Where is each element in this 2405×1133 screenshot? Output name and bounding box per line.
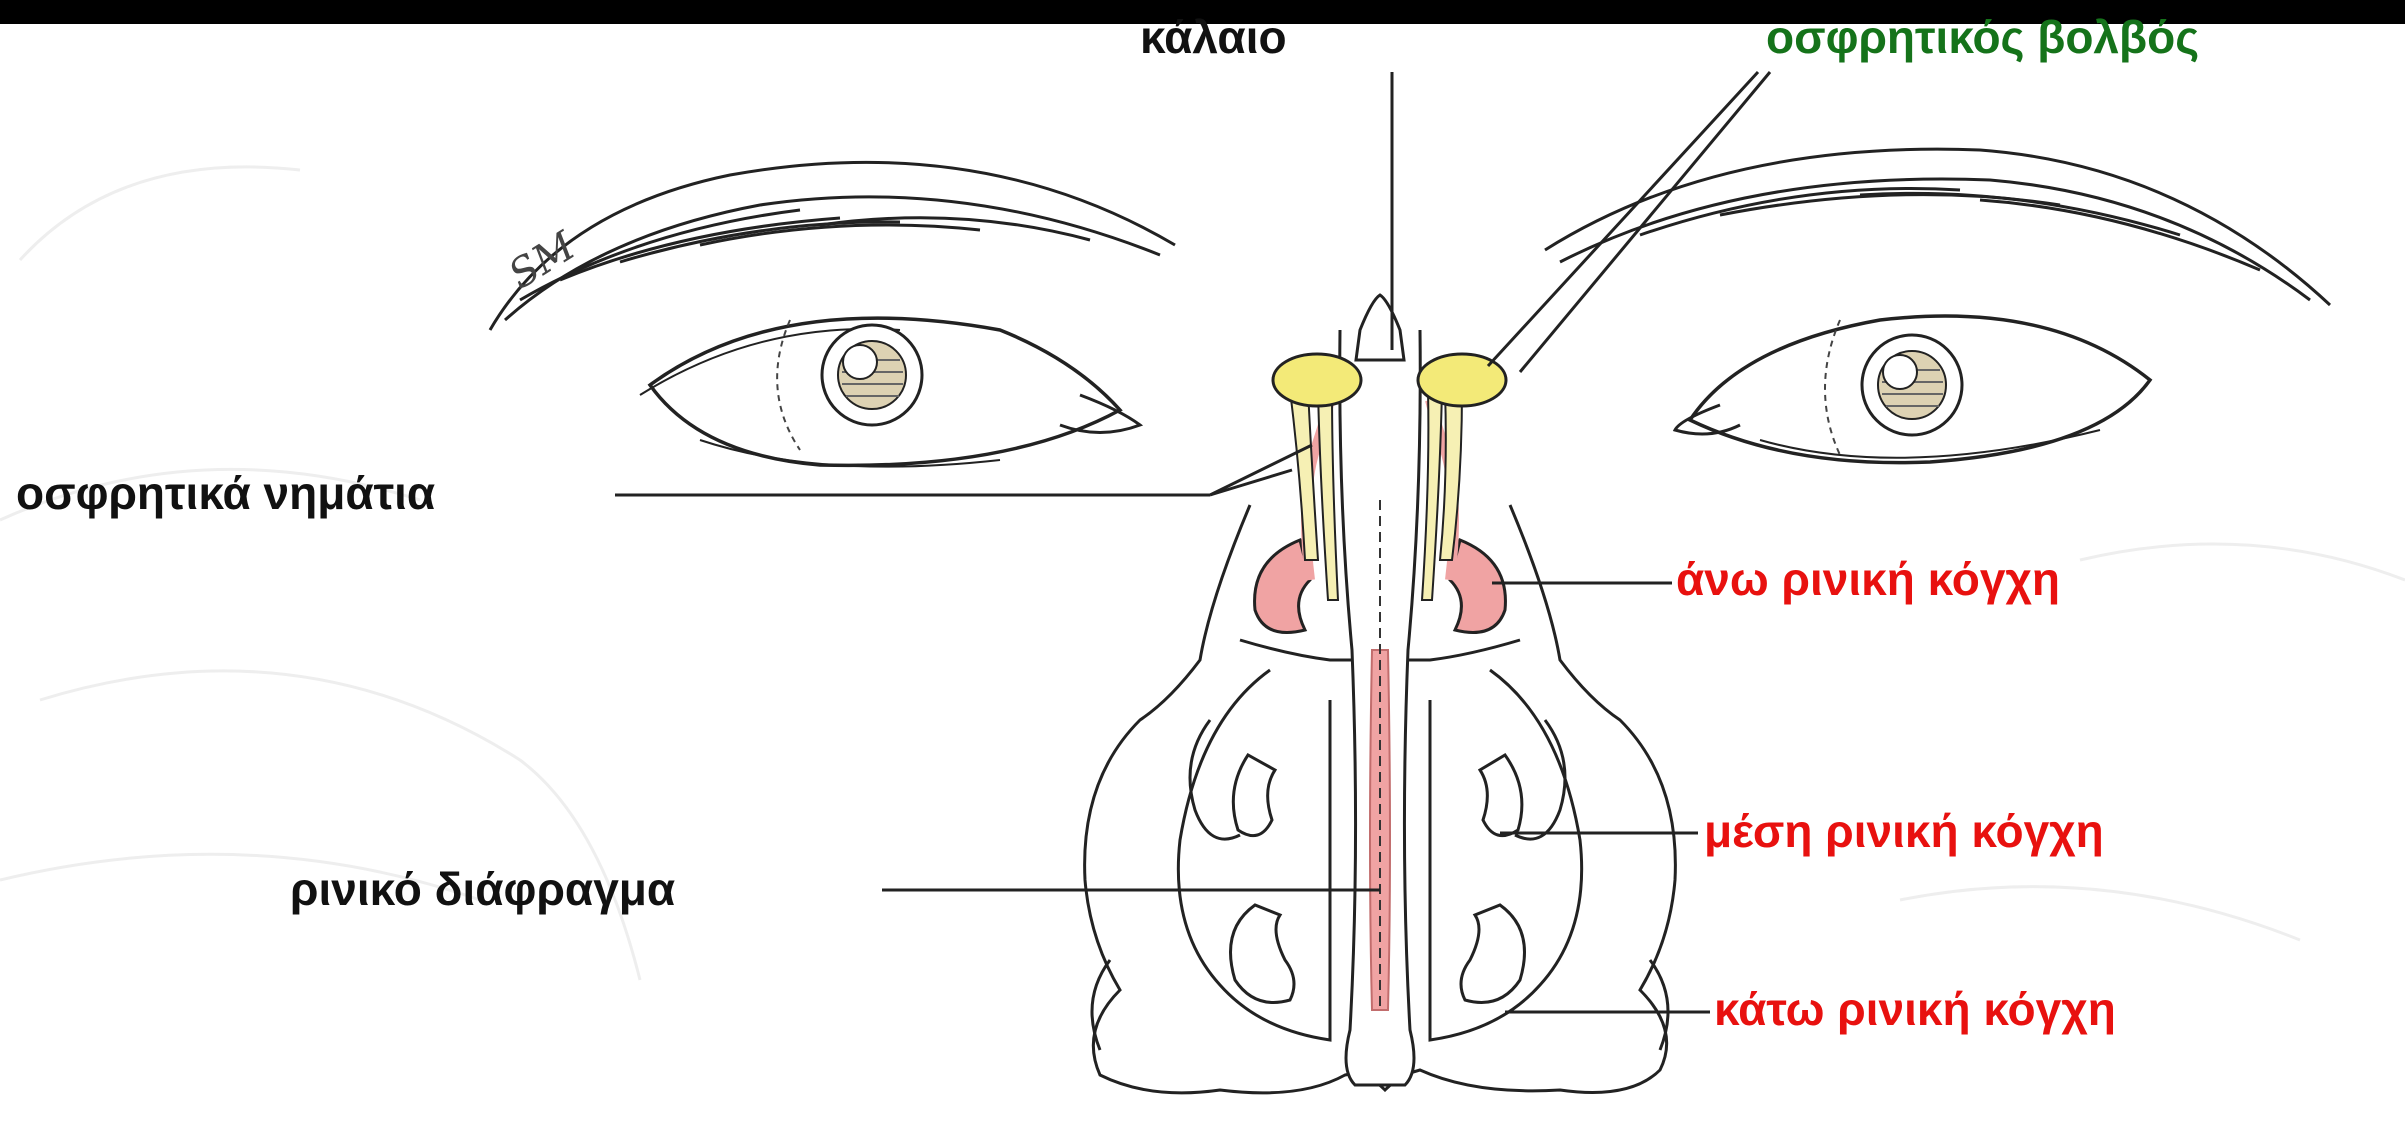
label-middle-concha: μέση ρινική κόγχη <box>1704 808 2104 854</box>
label-nasal-septum: ρινικό διάφραγμα <box>290 866 675 912</box>
label-inferior-concha: κάτω ρινική κόγχη <box>1714 986 2116 1032</box>
label-olfactory-filaments: οσφρητικά νημάτια <box>16 470 435 516</box>
right-eye <box>1675 316 2150 463</box>
left-eye <box>640 318 1140 467</box>
right-eyebrow <box>1545 149 2330 305</box>
left-olfactory-bulb <box>1273 354 1361 406</box>
illustrator-signature: SM <box>501 223 584 299</box>
left-eyebrow <box>490 162 1175 330</box>
nasal-cavity <box>1085 295 1676 1093</box>
label-kalaio: κάλαιο <box>1140 14 1287 60</box>
label-olfactory-bulb: οσφρητικός βολβός <box>1766 14 2199 60</box>
label-superior-concha: άνω ρινική κόγχη <box>1676 556 2060 602</box>
